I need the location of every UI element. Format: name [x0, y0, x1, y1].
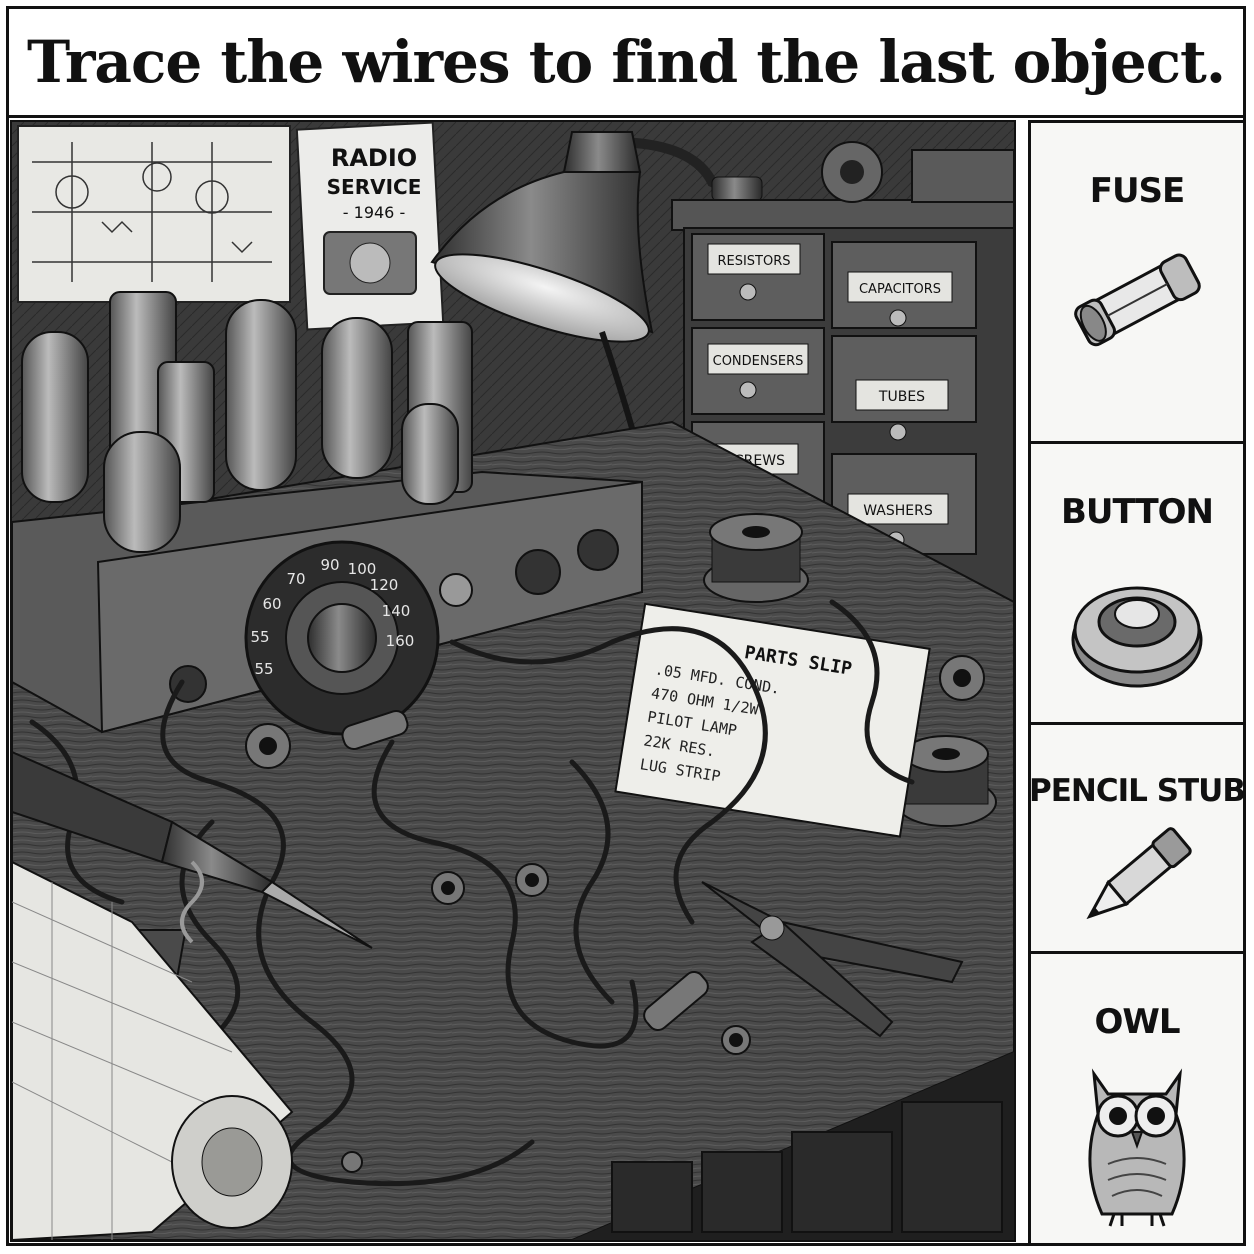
- dial-number: 55: [254, 660, 273, 678]
- fuse-icon: [1057, 239, 1217, 363]
- under-desk-shelf: [611, 1101, 1003, 1233]
- dial-number: 140: [382, 602, 411, 620]
- option-pencil-stub[interactable]: PENCIL STUB: [1028, 722, 1246, 954]
- drawer-label: WASHERS: [863, 503, 933, 519]
- dial-number: 60: [262, 595, 281, 613]
- option-label: BUTTON: [1060, 492, 1214, 532]
- workbench-scene: RADIO SERVICE - 1946 - RESISTORS CAPACIT…: [10, 120, 1016, 1242]
- drawer-label: RESISTORS: [717, 254, 790, 269]
- title-bar: Trace the wires to find the last object.: [6, 6, 1246, 118]
- dial-number: 90: [320, 556, 339, 574]
- dial-number: 100: [348, 560, 377, 578]
- wires: [29, 599, 915, 1187]
- control-knob[interactable]: [169, 665, 207, 703]
- drawer-label: CONDENSERS: [713, 354, 804, 369]
- drawer-label: CAPACITORS: [859, 282, 941, 297]
- option-owl[interactable]: OWL: [1028, 951, 1246, 1246]
- drawer-capacitors[interactable]: CAPACITORS: [831, 241, 977, 329]
- dial-number: 55: [250, 628, 269, 646]
- desk-lamp: [430, 131, 763, 565]
- tuning-dial[interactable]: 55 55 60 70 90 100 120 140 160: [244, 540, 440, 736]
- drawer-tubes[interactable]: TUBES: [831, 335, 977, 441]
- drawer-washers[interactable]: WASHERS: [831, 453, 977, 555]
- rolled-blueprint: [12, 860, 294, 1240]
- solder-spool: [703, 513, 809, 603]
- drawer-resistors[interactable]: RESISTORS: [691, 233, 825, 321]
- vacuum-tubes: [21, 291, 473, 553]
- button-icon: [1062, 560, 1212, 704]
- pilot-lamp: [439, 573, 473, 607]
- poster-line-2: SERVICE: [327, 175, 422, 199]
- small-parts: [245, 655, 985, 1173]
- radio-chassis: 55 55 60 70 90 100 120 140 160: [12, 291, 643, 736]
- option-label: FUSE: [1089, 171, 1186, 211]
- parts-slip: PARTS SLIP .05 MFD. COND. 470 OHM 1/2W. …: [614, 602, 931, 838]
- parts-cabinet: RESISTORS CAPACITORS CONDENSERS TUBES SC…: [671, 141, 1014, 609]
- option-label: OWL: [1094, 1002, 1180, 1042]
- pliers: [701, 881, 964, 1038]
- schematic-poster: [17, 125, 291, 303]
- drawer-label: TUBES: [878, 389, 925, 405]
- option-button[interactable]: BUTTON: [1028, 441, 1246, 725]
- dial-number: 120: [370, 576, 399, 594]
- option-fuse[interactable]: FUSE: [1028, 120, 1246, 444]
- dial-number: 160: [386, 632, 415, 650]
- dial-number: 70: [286, 570, 305, 588]
- pencil-stub-icon: [1062, 823, 1212, 937]
- poster-line-1: RADIO: [331, 144, 417, 172]
- control-knob[interactable]: [577, 529, 619, 571]
- drawer-condensers[interactable]: CONDENSERS: [691, 327, 825, 415]
- radio-service-poster: RADIO SERVICE - 1946 -: [295, 122, 445, 331]
- owl-icon: [1072, 1054, 1202, 1238]
- puzzle-title: Trace the wires to find the last object.: [26, 28, 1226, 96]
- control-knob[interactable]: [515, 549, 561, 595]
- poster-line-3: - 1946 -: [343, 203, 405, 222]
- answer-panel: FUSE BUTTON PENCIL ST: [1028, 120, 1246, 1246]
- option-label: PENCIL STUB: [1029, 773, 1246, 809]
